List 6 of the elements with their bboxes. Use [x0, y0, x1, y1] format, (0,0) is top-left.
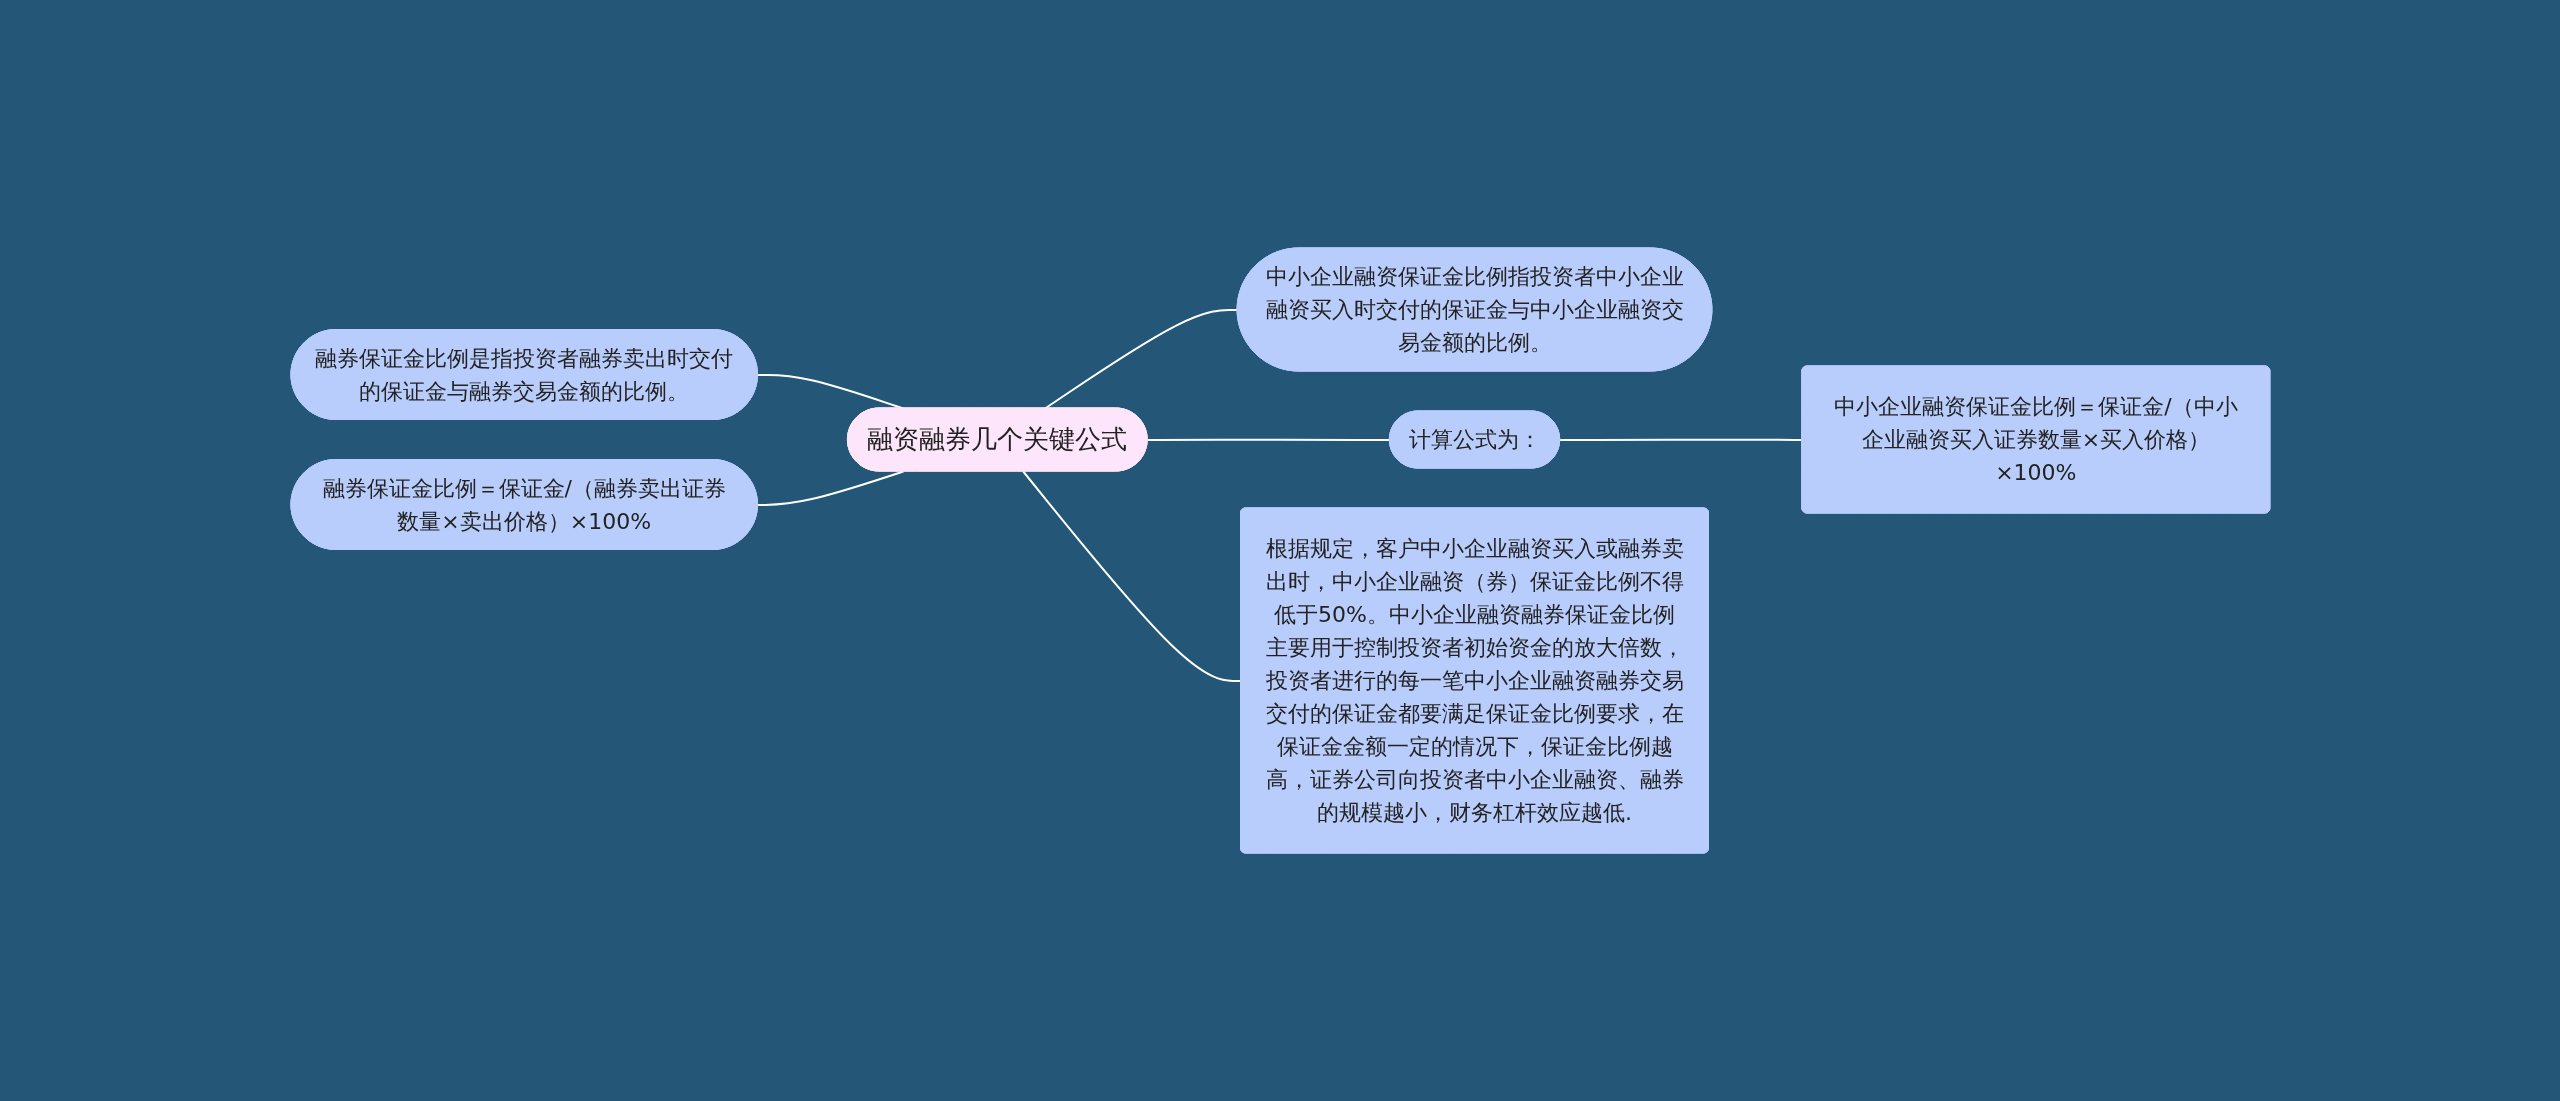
connector: [1021, 470, 1242, 682]
connector: [1043, 308, 1239, 410]
connector: [1146, 438, 1391, 441]
connector: [1558, 438, 1803, 441]
connector: [756, 373, 904, 410]
connector: [756, 470, 904, 506]
